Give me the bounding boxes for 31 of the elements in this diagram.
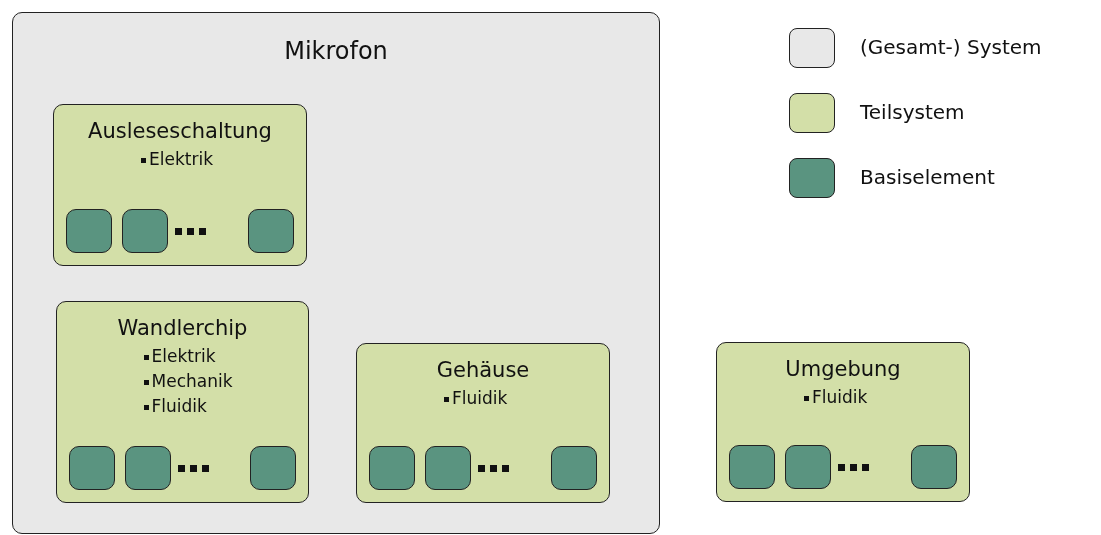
bullet-item: Fluidik <box>804 387 868 407</box>
base-element-box <box>69 446 115 490</box>
bullet-item: Fluidik <box>444 388 508 408</box>
base-element-box <box>122 209 168 253</box>
subsystem-box <box>716 342 970 502</box>
base-element-box <box>785 445 831 489</box>
subsystem-title: Wandlerchip <box>116 316 249 340</box>
base-element-box <box>248 209 294 253</box>
base-element-box <box>729 445 775 489</box>
subsystem-box <box>56 301 309 503</box>
system-box <box>12 12 660 534</box>
subsystem-box <box>356 343 610 503</box>
subsystem-title: Ausleseschaltung <box>87 119 273 143</box>
base-element-box <box>66 209 112 253</box>
system-title: Mikrofon <box>283 37 389 65</box>
bullet-item: Mechanik <box>143 371 233 391</box>
legend-label: (Gesamt-) System <box>860 35 1042 59</box>
base-element-box <box>911 445 957 489</box>
base-element-box <box>425 446 471 490</box>
subsystem-title: Umgebung <box>784 357 902 381</box>
subsystem-box <box>53 104 307 266</box>
legend-label: Basiselement <box>860 165 995 189</box>
base-element-box <box>125 446 171 490</box>
bullet-item: Elektrik <box>141 149 213 169</box>
base-element-box <box>369 446 415 490</box>
legend-label: Teilsystem <box>860 100 965 124</box>
base-element-box <box>551 446 597 490</box>
bullet-item: Fluidik <box>143 396 207 416</box>
bullet-item: Elektrik <box>143 346 216 366</box>
base-element-box <box>250 446 296 490</box>
subsystem-title: Gehäuse <box>435 358 531 382</box>
